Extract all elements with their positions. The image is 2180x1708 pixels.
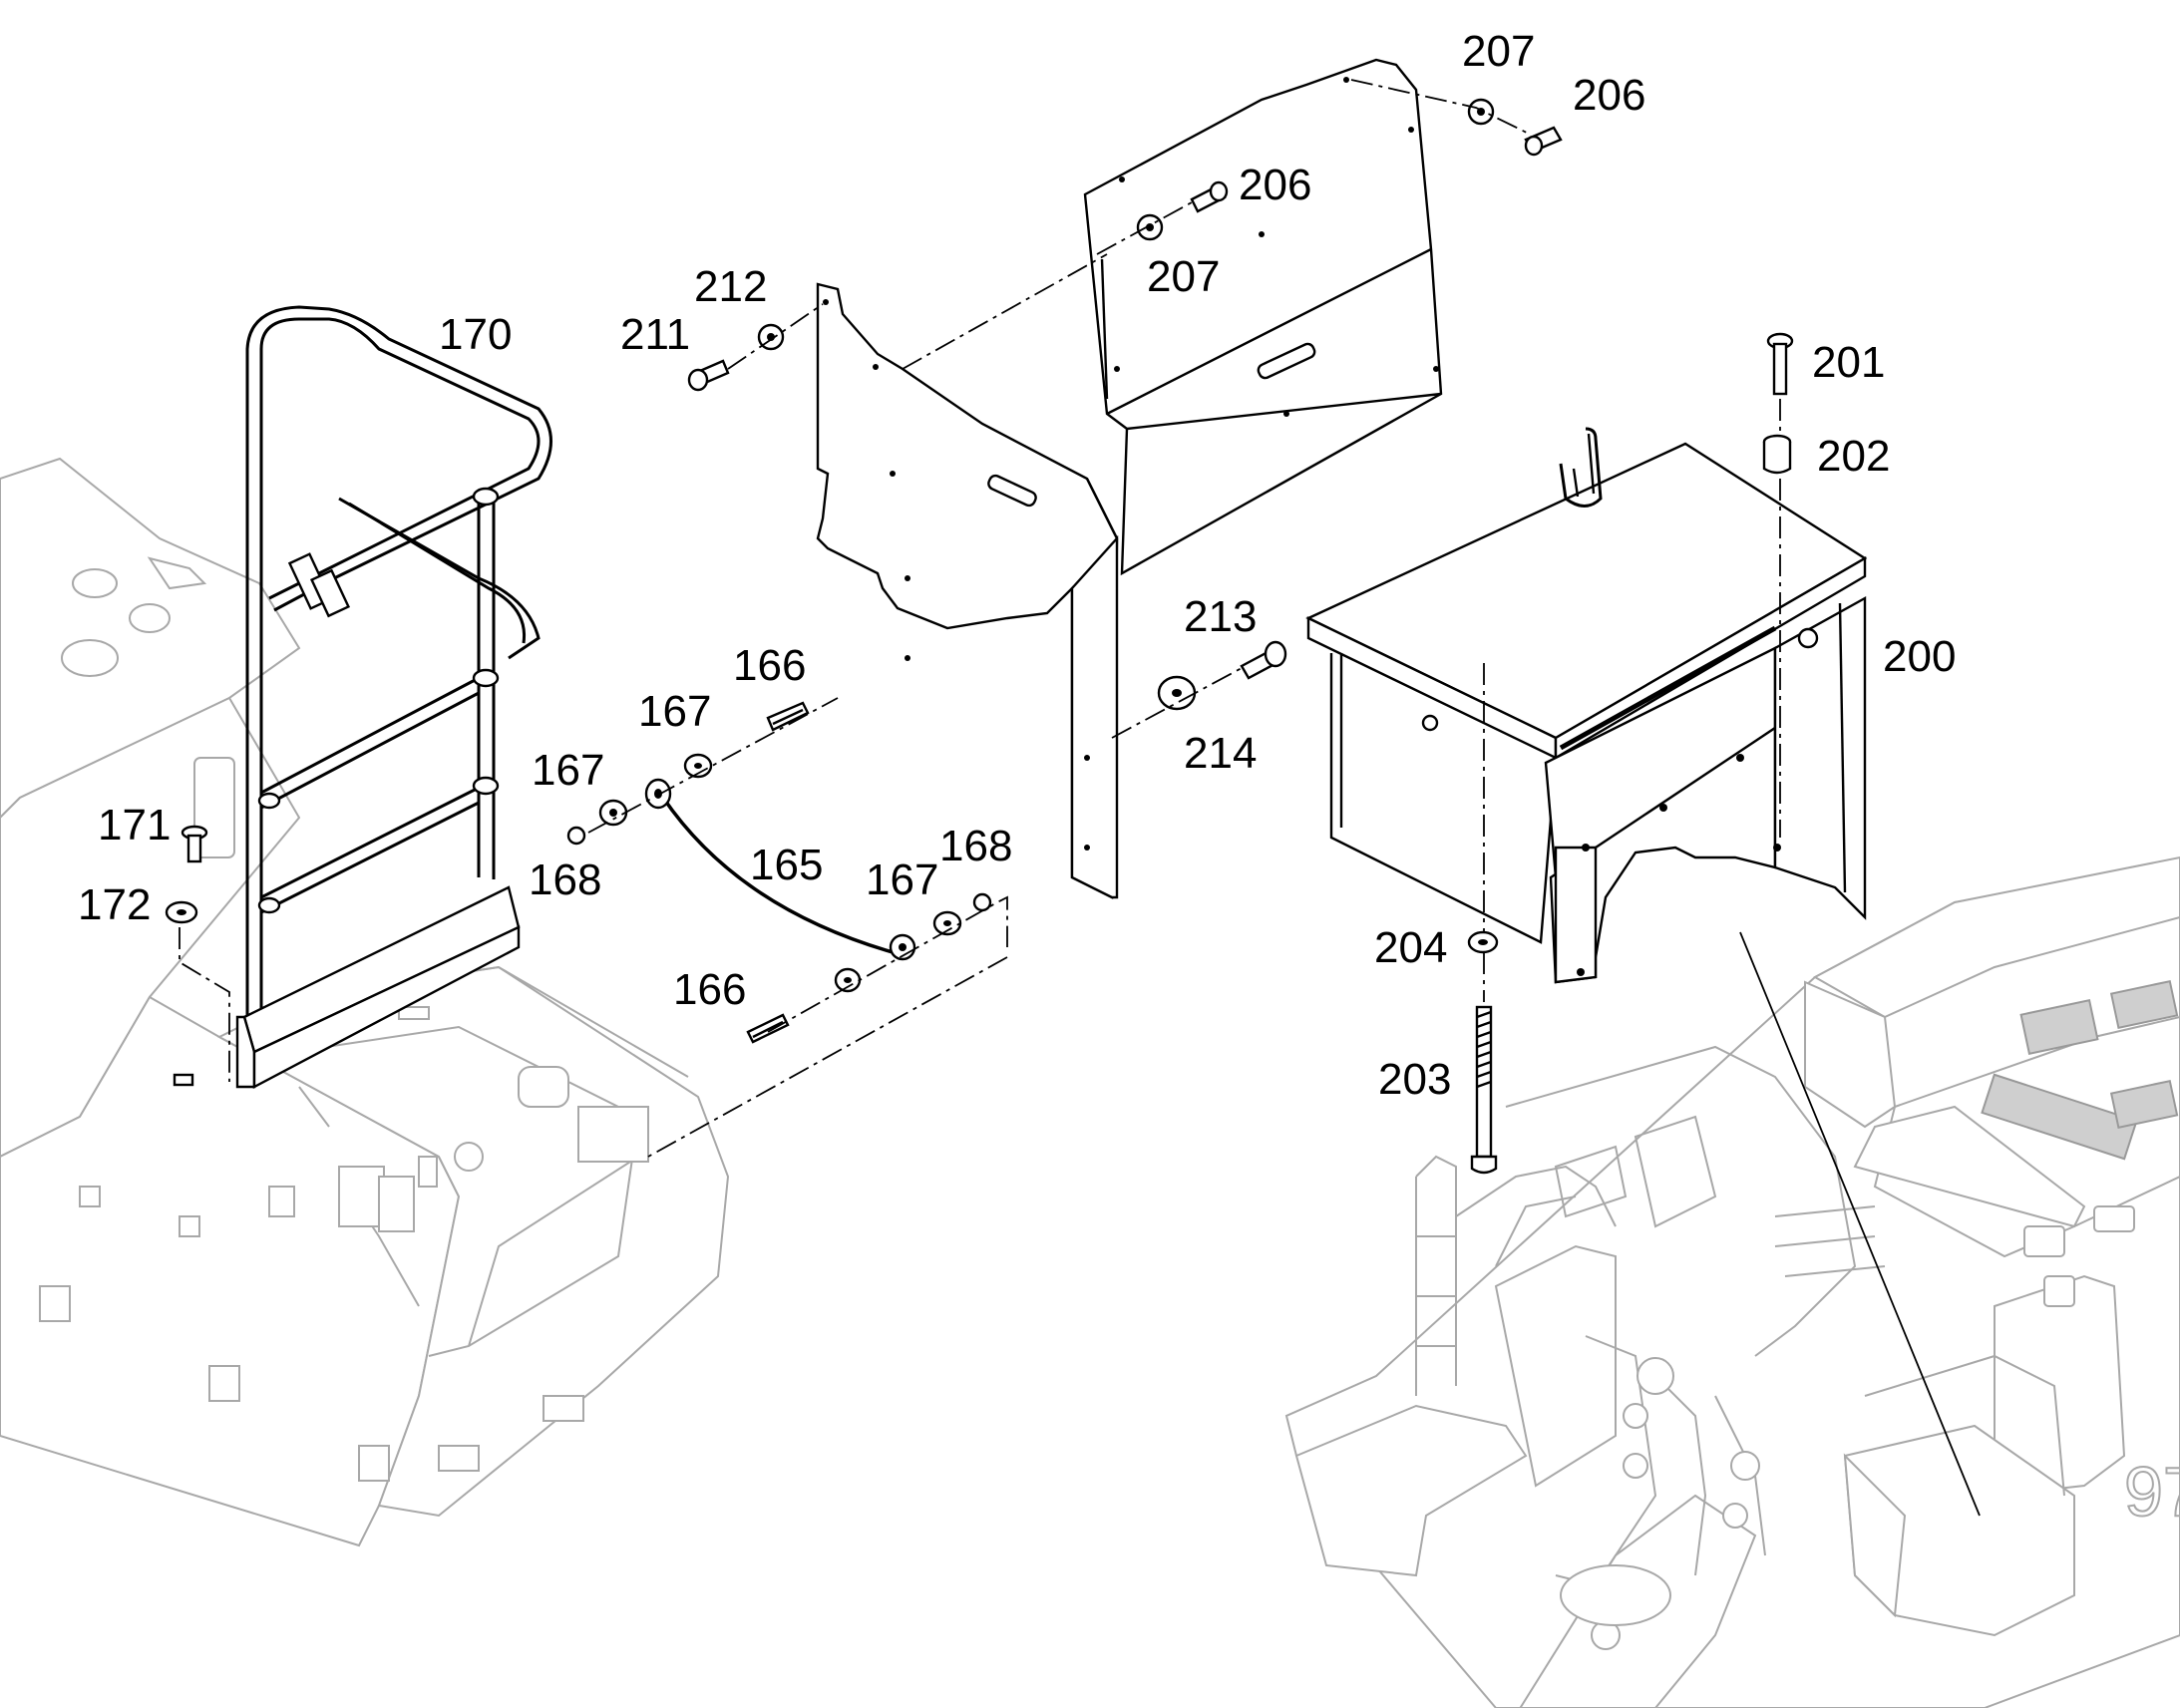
leader-206-upper <box>1350 79 1532 136</box>
locator-line-200 <box>1739 931 1981 1517</box>
callout-167-right: 167 <box>866 855 938 904</box>
leader-206-lower <box>1096 201 1193 255</box>
callout-200: 200 <box>1883 632 1956 681</box>
callout-168-right: 168 <box>939 822 1012 870</box>
tether-upper-hardware <box>566 701 810 846</box>
bolt-part-171 <box>181 825 208 863</box>
left-machine-context <box>0 457 730 1547</box>
callout-206-upper: 206 <box>1573 71 1645 120</box>
callout-166-upper: 166 <box>733 641 806 690</box>
callout-165: 165 <box>750 841 823 889</box>
washer-part-204 <box>1467 930 1499 954</box>
callout-211: 211 <box>620 310 690 359</box>
washer-part-214 <box>1157 675 1197 711</box>
callout-166-lower: 166 <box>673 965 746 1014</box>
callout-201: 201 <box>1812 338 1885 387</box>
bolt-part-213 <box>1240 640 1287 680</box>
top-cover-panel <box>1083 58 1443 576</box>
callout-172: 172 <box>78 880 151 929</box>
tether-cable-part-165 <box>661 797 894 954</box>
callout-212: 212 <box>694 262 767 311</box>
leader-171-172 <box>179 927 230 1082</box>
callout-204: 204 <box>1374 923 1447 972</box>
callout-171: 171 <box>98 801 171 850</box>
washer-part-172 <box>165 900 198 924</box>
callout-207-upper: 207 <box>1462 27 1535 76</box>
screw-part-206-lower <box>1190 180 1229 213</box>
washer-part-207-lower <box>1136 213 1164 241</box>
callout-214: 214 <box>1184 729 1257 778</box>
leader-lower-tether <box>647 895 1008 1158</box>
washer-part-207-upper <box>1467 98 1495 126</box>
screw-part-206-upper <box>1524 126 1563 157</box>
leader-panel-join <box>902 253 1108 370</box>
side-panel <box>816 282 1119 899</box>
leader-213 <box>1111 667 1243 739</box>
callout-167-upper: 167 <box>638 687 711 736</box>
callout-168-left: 168 <box>529 855 601 904</box>
leader-upper-tether <box>587 697 839 834</box>
callout-207-lower: 207 <box>1147 252 1220 301</box>
bolt-part-203 <box>1470 1005 1498 1175</box>
callout-202: 202 <box>1817 432 1890 481</box>
callout-170: 170 <box>439 310 512 359</box>
svg-text:97: 97 <box>2124 1453 2180 1531</box>
leader-211 <box>727 303 824 370</box>
callout-203: 203 <box>1378 1055 1451 1104</box>
callout-206-lower: 206 <box>1239 161 1311 209</box>
callout-213: 213 <box>1184 592 1257 641</box>
tether-lower-hardware <box>746 892 992 1044</box>
toolbox-part-200 <box>1305 427 1868 984</box>
callout-167-left: 167 <box>532 746 604 795</box>
handrail-part-170 <box>173 305 552 1089</box>
screw-part-211 <box>687 359 730 392</box>
bolt-part-201 <box>1766 332 1794 396</box>
spacer-part-202 <box>1762 434 1792 475</box>
right-machine-context: 97 <box>1284 855 2180 1708</box>
callout-labels: 170 171 172 165 166 166 167 167 167 168 … <box>78 27 1956 1104</box>
